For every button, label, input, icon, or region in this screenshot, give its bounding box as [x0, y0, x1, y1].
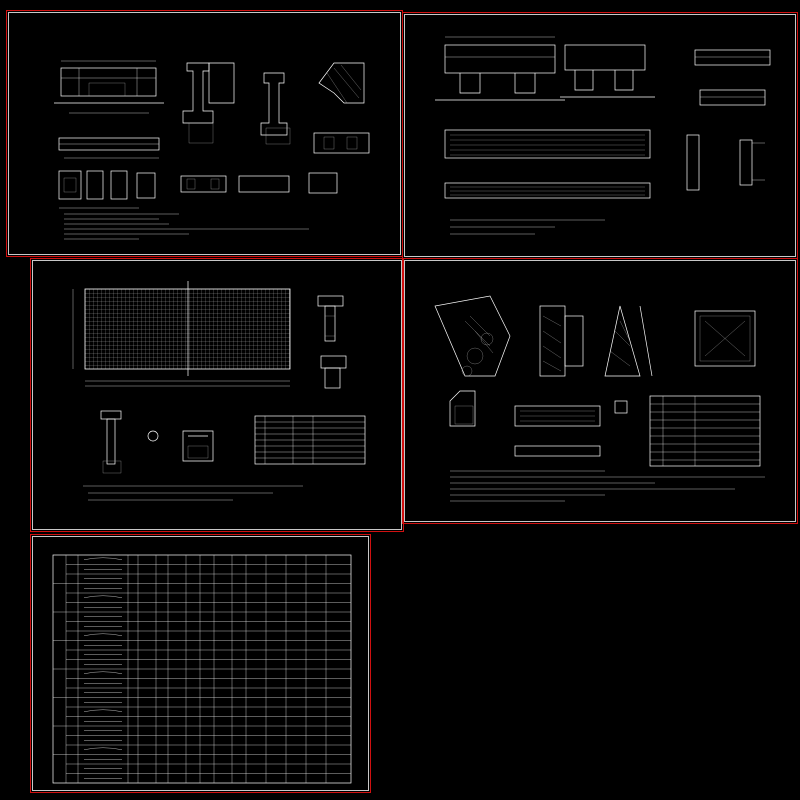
side-sections: [317, 295, 347, 389]
schedule-shape-sketch: [83, 633, 123, 636]
notes: [83, 485, 303, 501]
mesh-panel: [72, 281, 291, 387]
elevation-group-right: [694, 49, 771, 106]
long-wall-1: [444, 129, 651, 159]
schedule-shape-sketch: [83, 557, 123, 560]
sheet3-drawing: [72, 281, 366, 501]
sheet1-drawing: [54, 60, 370, 240]
notes: [450, 470, 765, 502]
schedule-shape-sketch: [83, 747, 123, 750]
plan-square: [694, 310, 756, 367]
schedule-shape-sketch: [83, 595, 123, 598]
section-b: [539, 305, 584, 377]
plan-strip: [58, 137, 160, 159]
schedule-shape-sketch: [83, 709, 123, 712]
lower-details: [449, 390, 628, 457]
schedule-table: [52, 554, 352, 784]
elevation-group-mid: [560, 44, 655, 98]
drawing-sheet-retaining-wall-sections[interactable]: [402, 258, 798, 524]
column-details: [686, 134, 765, 191]
notes: [450, 219, 605, 235]
drawing-sheet-quantity-schedule[interactable]: [30, 534, 371, 793]
drawing-sheet-mesh-plan[interactable]: [30, 258, 404, 532]
drawing-sheet-barrier-elevations[interactable]: [402, 12, 798, 259]
section-a: [434, 295, 511, 377]
section-views: [182, 62, 370, 154]
sheet4-drawing: [434, 295, 765, 502]
drawing-sheet-culvert-details[interactable]: [6, 10, 403, 257]
small-details: [58, 170, 338, 200]
elevation-group-left: [435, 36, 565, 101]
sheet2-drawing: [435, 36, 771, 235]
section-c: [604, 305, 653, 377]
bottom-details: [100, 410, 214, 474]
small-table: [254, 415, 366, 465]
general-notes: [59, 207, 309, 240]
schedule-shape-sketch: [83, 671, 123, 674]
legend-table: [649, 395, 761, 467]
long-wall-2: [444, 182, 651, 199]
elevation-view: [54, 60, 164, 114]
